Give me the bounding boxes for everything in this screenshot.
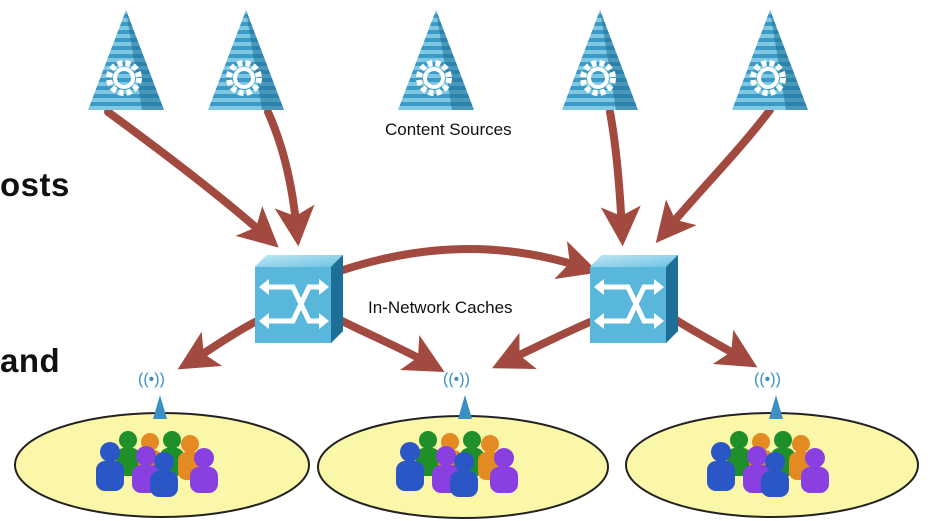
slide-text-fragment: osts [0, 166, 70, 203]
arrow-source4-to-cache2 [600, 108, 641, 247]
antenna-icon [769, 395, 783, 419]
wireless-towers [153, 395, 783, 419]
people-cluster-icon [396, 431, 518, 497]
server-pyramid-icon [208, 10, 284, 110]
server-pyramid-icon [562, 10, 638, 110]
arrow-cache2-to-tower3 [672, 316, 758, 368]
arrow-cache1-to-cache2 [339, 241, 599, 279]
arrow-source2-to-cache1 [264, 108, 315, 247]
people-cluster-icon [707, 431, 829, 497]
wifi-signal-icon: ((•)) [754, 371, 781, 388]
arrow-cache1-to-tower2 [336, 316, 445, 372]
server-pyramid-icon [398, 10, 474, 110]
cache-switch-icon [590, 255, 678, 343]
cache-switch-icon [255, 255, 343, 343]
server-pyramid-icon [88, 10, 164, 110]
wifi-signal-icon: ((•)) [138, 371, 165, 388]
wifi-signal-icon: ((•)) [443, 371, 470, 388]
content-sources-label: Content Sources [385, 120, 512, 139]
antenna-icon [458, 395, 472, 419]
arrow-source1-to-cache1 [104, 108, 279, 248]
arrow-cache2-to-tower2 [492, 318, 594, 369]
in-network-caches-label: In-Network Caches [368, 298, 513, 317]
people-cluster-icon [96, 431, 218, 497]
content-sources [88, 10, 808, 110]
arrow-cache1-to-tower1 [177, 318, 259, 370]
antenna-icon [153, 395, 167, 419]
server-pyramid-icon [732, 10, 808, 110]
arrow-source5-to-cache2 [655, 106, 774, 244]
arrows [104, 106, 774, 372]
slide-text-fragment: and [0, 342, 61, 379]
